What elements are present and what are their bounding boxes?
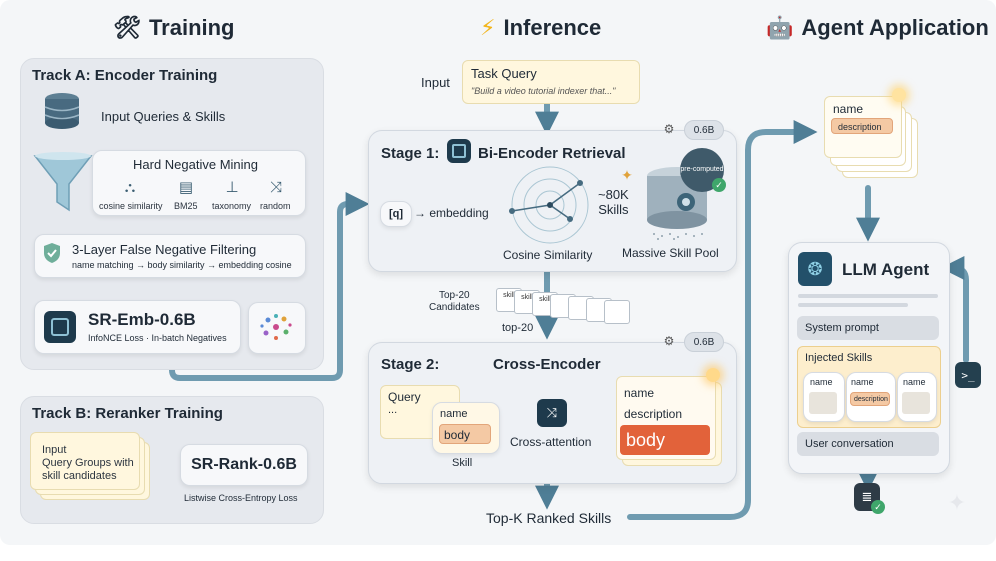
filter-subtitle: name matching → body similarity → embedd… — [72, 260, 292, 270]
cross-attention-label: Cross-attention — [510, 435, 592, 449]
funnel-icon — [33, 152, 93, 212]
sr-emb-name: SR-Emb-0.6B — [88, 310, 196, 329]
track-b-input-text: Input Query Groups with skill candidates — [42, 444, 134, 483]
skills-count: ~80K Skills — [598, 187, 629, 217]
stage2-skill-name: name — [440, 408, 468, 420]
track-b-input-line-1: Input — [42, 444, 67, 456]
hnm-title: Hard Negative Mining — [133, 157, 259, 172]
injected-skill-1-body — [809, 392, 837, 414]
track-b-input-card — [30, 432, 140, 490]
stage2-out-body: body — [620, 425, 710, 455]
topk-result-label: Top-K Ranked Skills — [486, 510, 612, 526]
sr-rank-loss: Listwise Cross-Entropy Loss — [184, 493, 298, 503]
task-query-title: Task Query — [471, 66, 537, 81]
shield-check-icon — [44, 243, 60, 263]
agent-title-text: Agent Application — [801, 15, 989, 40]
candidate-chip — [604, 300, 630, 324]
skill-stack-name: name — [833, 102, 864, 116]
chip-icon — [44, 311, 76, 343]
track-a-title: Track A: Encoder Training — [32, 67, 218, 84]
injected-skill-3-body — [902, 392, 930, 414]
injected-skill-1-name: name — [810, 377, 833, 387]
candidates-label-line-1: Top-20 — [439, 290, 470, 301]
brain-icon: ❂ — [798, 252, 832, 286]
sparkle-watermark-icon: ✦ — [947, 490, 967, 515]
stage2-skill-body: body — [439, 424, 491, 444]
candidates-label: Top-20 Candidates — [429, 290, 480, 314]
track-b-input-line-3: skill candidates — [42, 470, 117, 482]
injected-skill-2-name: name — [851, 377, 874, 387]
gear-icon-2: ⚙ — [663, 334, 675, 348]
sr-emb-subtitle: InfoNCE Loss · In-batch Negatives — [88, 333, 227, 343]
hierarchy-icon: ⊥ — [225, 179, 239, 196]
injected-skill-2-desc: description — [850, 392, 890, 406]
sparkle-icon: ✦ — [621, 166, 633, 183]
injected-skill-3-name: name — [903, 377, 926, 387]
glow-icon — [706, 368, 720, 382]
stage2-title: Stage 2: — [381, 356, 440, 373]
embedding-label: → embedding — [414, 206, 489, 220]
task-query-example: "Build a video tutorial indexer that..." — [471, 86, 616, 96]
sr-rank-card: SR-Rank-0.6B — [180, 444, 308, 486]
method-taxonomy: taxonomy — [212, 201, 252, 211]
cosine-label: Cosine Similarity — [503, 248, 593, 262]
method-bm25: BM25 — [174, 201, 198, 211]
track-b-title: Track B: Reranker Training — [32, 405, 223, 422]
check-icon-2: ✓ — [871, 500, 885, 514]
stage2-skill-label: Skill — [452, 457, 473, 469]
inference-title: ⚡ Inference — [480, 15, 601, 41]
check-icon: ✓ — [712, 178, 726, 192]
injected-skills-label: Injected Skills — [805, 352, 873, 364]
filter-title: 3-Layer False Negative Filtering — [72, 242, 257, 257]
stage2-out-name: name — [624, 386, 655, 400]
robot-icon: 🤖 — [766, 15, 794, 40]
llm-agent-title: LLM Agent — [842, 260, 930, 279]
stage2-size-badge: 0.6B — [684, 332, 724, 352]
task-query-card — [462, 60, 640, 104]
cosine-radar-icon — [509, 166, 589, 244]
graph-nodes-icon: ⛬ — [124, 178, 136, 196]
skill-stack-desc: description — [831, 118, 893, 134]
stage1-name: Bi-Encoder Retrieval — [478, 145, 626, 162]
stage1-title: Stage 1: — [381, 145, 440, 162]
skill-pool-label: Massive Skill Pool — [622, 246, 719, 260]
track-b-input-line-2: Query Groups with — [42, 457, 134, 469]
document-icon: ▤ — [178, 179, 194, 196]
stage2-out-desc: description — [624, 407, 683, 421]
encoder-icon — [447, 139, 471, 163]
system-prompt: System prompt — [797, 316, 939, 340]
method-cosine: cosine similarity — [99, 201, 163, 211]
stage2-name: Cross-Encoder — [493, 356, 601, 373]
shuffle-icon: ⤨ — [269, 178, 282, 196]
query-token: [q] — [380, 201, 412, 227]
hard-negative-mining-card — [92, 150, 306, 216]
wrench-icon: 🛠 — [113, 15, 141, 40]
inference-title-text: Inference — [503, 15, 602, 40]
stage1-size-badge: 0.6B — [684, 120, 724, 140]
text-line-1 — [798, 294, 938, 298]
method-random: random — [260, 201, 291, 211]
embedding-dots-icon — [260, 314, 292, 340]
training-title-text: Training — [148, 15, 235, 40]
terminal-icon: >_ — [955, 362, 981, 388]
top20-label: top-20 — [502, 322, 534, 334]
training-title: 🛠 Training — [113, 15, 235, 41]
false-negative-filter-card — [34, 234, 306, 278]
gear-icon: ⚙ — [663, 122, 675, 136]
glow-icon-2 — [892, 88, 906, 102]
user-conversation: User conversation — [797, 432, 939, 456]
lightning-icon: ⚡ — [480, 15, 496, 40]
skills-count-word: Skills — [598, 202, 629, 217]
inference-input-label: Input — [421, 75, 450, 90]
track-a-input-label: Input Queries & Skills — [101, 109, 226, 124]
candidates-label-line-2: Candidates — [429, 302, 480, 313]
cross-attention-icon: ⤨ — [537, 399, 567, 427]
stage2-query-ellipsis: ... — [388, 404, 398, 416]
agent-title: 🤖 Agent Application — [766, 15, 989, 41]
stage2-query-label: Query — [388, 390, 421, 404]
database-icon — [44, 93, 80, 129]
skills-count-number: ~80K — [598, 187, 629, 202]
text-line-2 — [798, 303, 908, 307]
